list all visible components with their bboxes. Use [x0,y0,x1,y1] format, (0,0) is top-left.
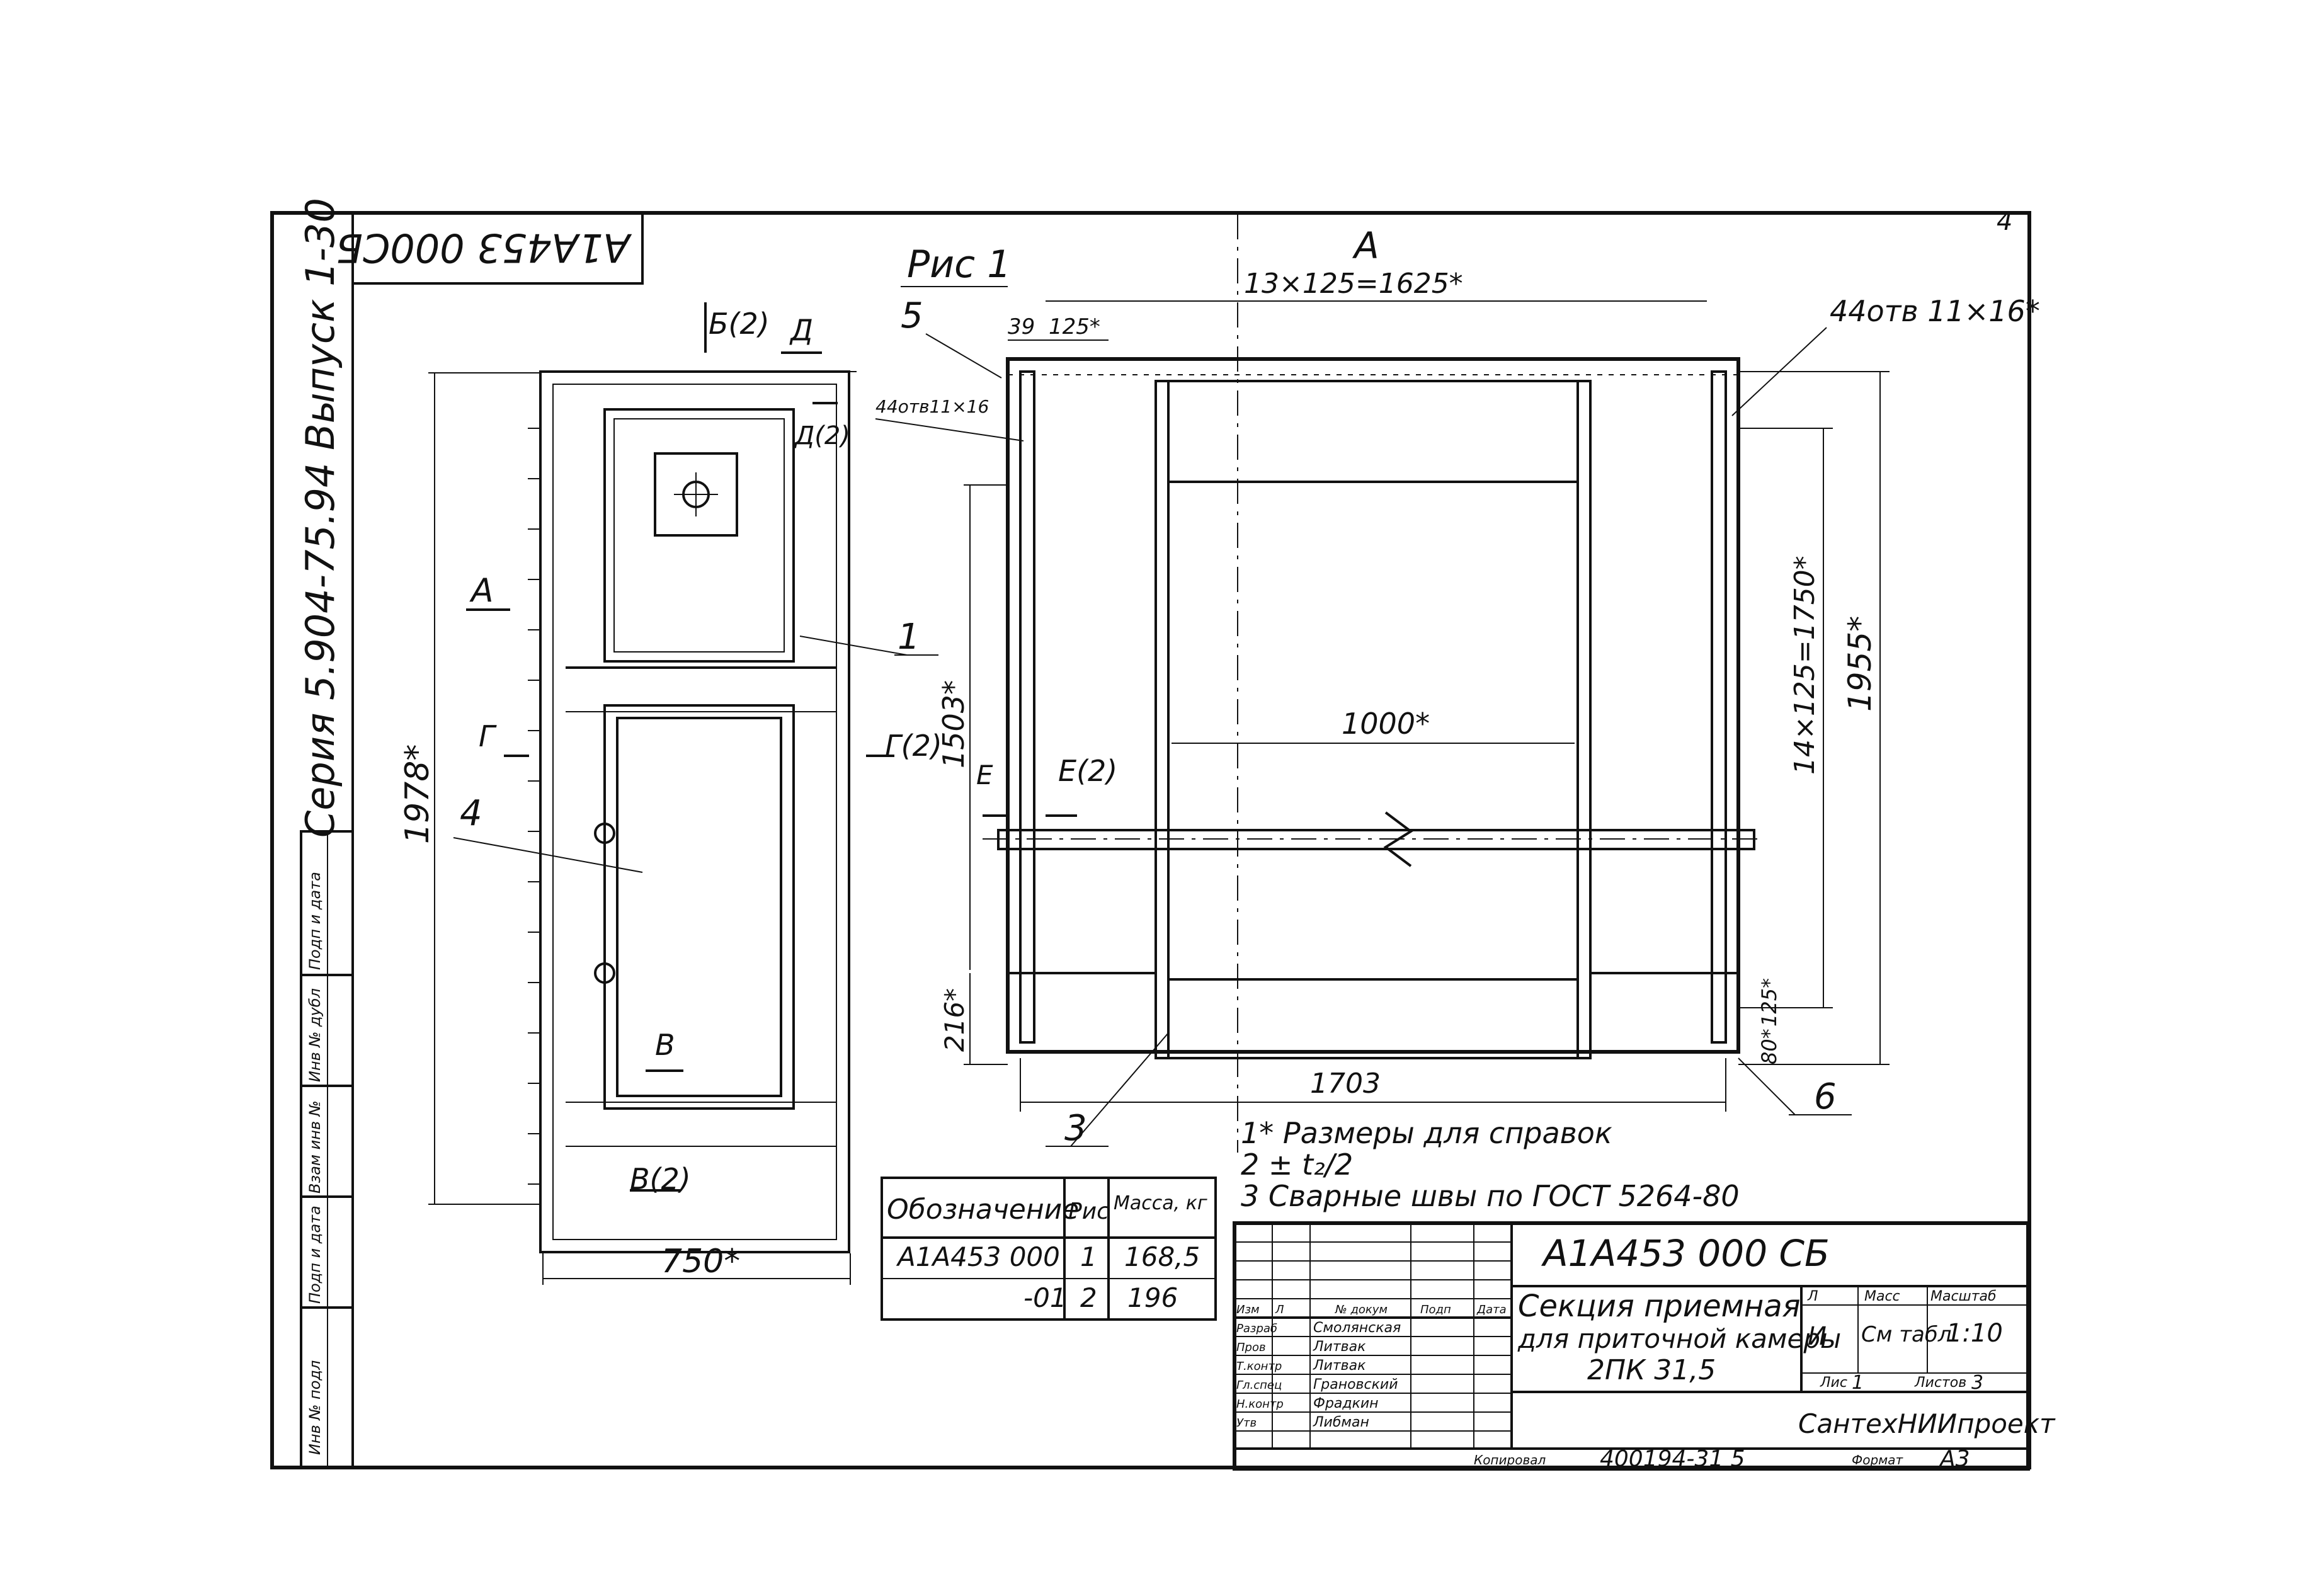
note-3: 3 Сварные швы по ГОСТ 5264-80 [1241,1179,1740,1213]
spec-header-mass: Масса, кг [1114,1192,1207,1214]
tb-sig-role-5: Н.контр [1236,1398,1284,1411]
dim-1750: 14×125=1750* [1789,556,1821,775]
spec-row1-designation: А1А453 000 [896,1241,1060,1272]
left-dim-height: 1978* [399,744,436,844]
section-g: Г [479,719,497,753]
section-d2: Д(2) [794,421,850,450]
tb-sig-name-6: Либман [1313,1415,1369,1430]
dim-1503: 1503* [937,680,971,768]
tb-sig-role-3: Т.контр [1236,1360,1282,1373]
section-d-top: Д [789,313,813,347]
callout-4: 4 [460,793,482,834]
side-stamp-label-1: Инв № подл [306,1360,324,1455]
side-stamp-label-5: Подп и дата [306,872,324,970]
marker-a: А [469,572,494,610]
sheet-frame [270,211,2031,1469]
tb-col-izm: Изм [1236,1303,1260,1316]
dim-80: 80* [1757,1029,1781,1064]
tb-archive-no: 400194-31 5 [1600,1446,1745,1472]
callout-3: 3 [1064,1108,1087,1149]
figure-label: Рис 1 [907,242,1011,287]
right-view: Рис 1 1000* А 13×125=1625* 39 125* 5 44о… [875,214,2040,1153]
tb-sig-name-5: Фрадкин [1313,1396,1379,1411]
side-stamp: Инв № подл Подп и дата Взам инв № Инв № … [300,830,354,1469]
section-e: Е [976,760,993,790]
tb-title-line3: 2ПК 31,5 [1587,1354,1716,1386]
side-stamp-label-4: Инв № дубл [306,988,324,1082]
tb-sig-name-4: Грановский [1313,1377,1398,1393]
tb-sig-name-1: Смолянская [1313,1320,1401,1336]
tb-sig-role-6: Утв [1236,1416,1257,1430]
tb-sig-role-4: Гл.спец [1236,1379,1282,1392]
section-e2: Е(2) [1058,754,1117,788]
dim-top: 13×125=1625* [1244,268,1463,300]
callout-6: 6 [1814,1076,1837,1117]
tb-sig-role-2: Пров [1236,1341,1266,1354]
tb-designation: А1А453 000 СБ [1541,1232,1830,1275]
side-stamp-label-2: Подп и дата [306,1206,324,1304]
spec-row2-mass: 196 [1127,1282,1178,1313]
dim-125-small: 125* [1757,978,1781,1027]
dim-1000: 1000* [1342,707,1430,741]
dim-1955: 1955* [1842,616,1878,712]
left-view: 1978* 750* Б(2) Д Д(2) А Г Г(2) В В(2) 1… [399,302,942,1285]
tb-lit-value: И [1808,1322,1827,1351]
tb-sig-name-2: Литвак [1313,1339,1366,1355]
holes-top: 44отв 11×16* [1830,294,2040,328]
dim-39: 39 [1008,314,1035,339]
spec-row1-mass: 168,5 [1124,1241,1200,1272]
spec-row1-fig: 1 [1080,1241,1097,1272]
tb-sheet-value: 1 [1852,1372,1864,1394]
tb-sheet-label: Лис [1820,1375,1847,1391]
dim-216: 216* [939,988,970,1052]
spec-row2-designation: -01 [1023,1282,1067,1313]
series-text: Серия 5.904-75.94 Выпуск 1-30 [297,198,343,838]
tb-sheets-label: Листов [1914,1375,1966,1391]
rotated-code-box [351,212,644,285]
callout-1: 1 [898,617,920,658]
tb-lit-header: Л [1807,1289,1818,1304]
side-stamp-label-3: Взам инв № [306,1100,324,1194]
tb-sig-name-3: Литвак [1313,1358,1366,1374]
section-v: В [655,1028,675,1062]
tb-col-l: Л [1275,1303,1284,1316]
tb-scale-value: 1:10 [1946,1319,2003,1348]
spec-row2-fig: 2 [1080,1282,1097,1313]
view-letter-a: А [1352,224,1379,267]
corner-number: 4 [1997,207,2012,236]
note-2: 2 ± t₂/2 [1241,1148,1353,1182]
holes-left: 44отв11×16 [875,396,989,417]
title-block: А1А453 000 СБ Секция приемная для приточ… [1233,1221,2056,1472]
section-b: Б(2) [709,307,770,341]
note-1: 1* Размеры для справок [1241,1116,1612,1150]
tb-sig-role-1: Разраб [1236,1322,1277,1335]
tb-scale-header: Масштаб [1930,1289,1997,1304]
dim-125: 125* [1049,314,1100,339]
spec-header-fig: Рис [1068,1199,1109,1224]
tb-org: СантехНИИпроект [1798,1408,2056,1439]
tb-title-line2: для приточной камеры [1517,1323,1841,1354]
tb-format-label: Формат [1852,1452,1903,1468]
tb-mass-header: Масс [1864,1289,1900,1304]
tb-mass-value: См табл [1861,1322,1952,1347]
section-g2: Г(2) [885,729,942,763]
tb-copied-label: Копировал [1474,1452,1546,1468]
callout-5: 5 [901,295,923,336]
spec-header-designation: Обозначение [887,1194,1079,1226]
tb-format-value: А3 [1939,1446,1970,1472]
spec-table: Обозначение Рис Масса, кг А1А453 000 1 1… [881,1177,1217,1321]
tb-col-date: Дата [1476,1303,1507,1316]
tb-col-doc: № докум [1335,1303,1388,1316]
tb-col-sign: Подп [1420,1303,1451,1316]
tb-title-line1: Секция приемная [1518,1289,1801,1324]
dim-1703: 1703 [1310,1068,1381,1100]
rotated-drawing-code: А1А453 000СБ [336,225,632,271]
left-dim-width: 750* [661,1243,740,1280]
tb-sheets-value: 3 [1971,1372,1983,1394]
